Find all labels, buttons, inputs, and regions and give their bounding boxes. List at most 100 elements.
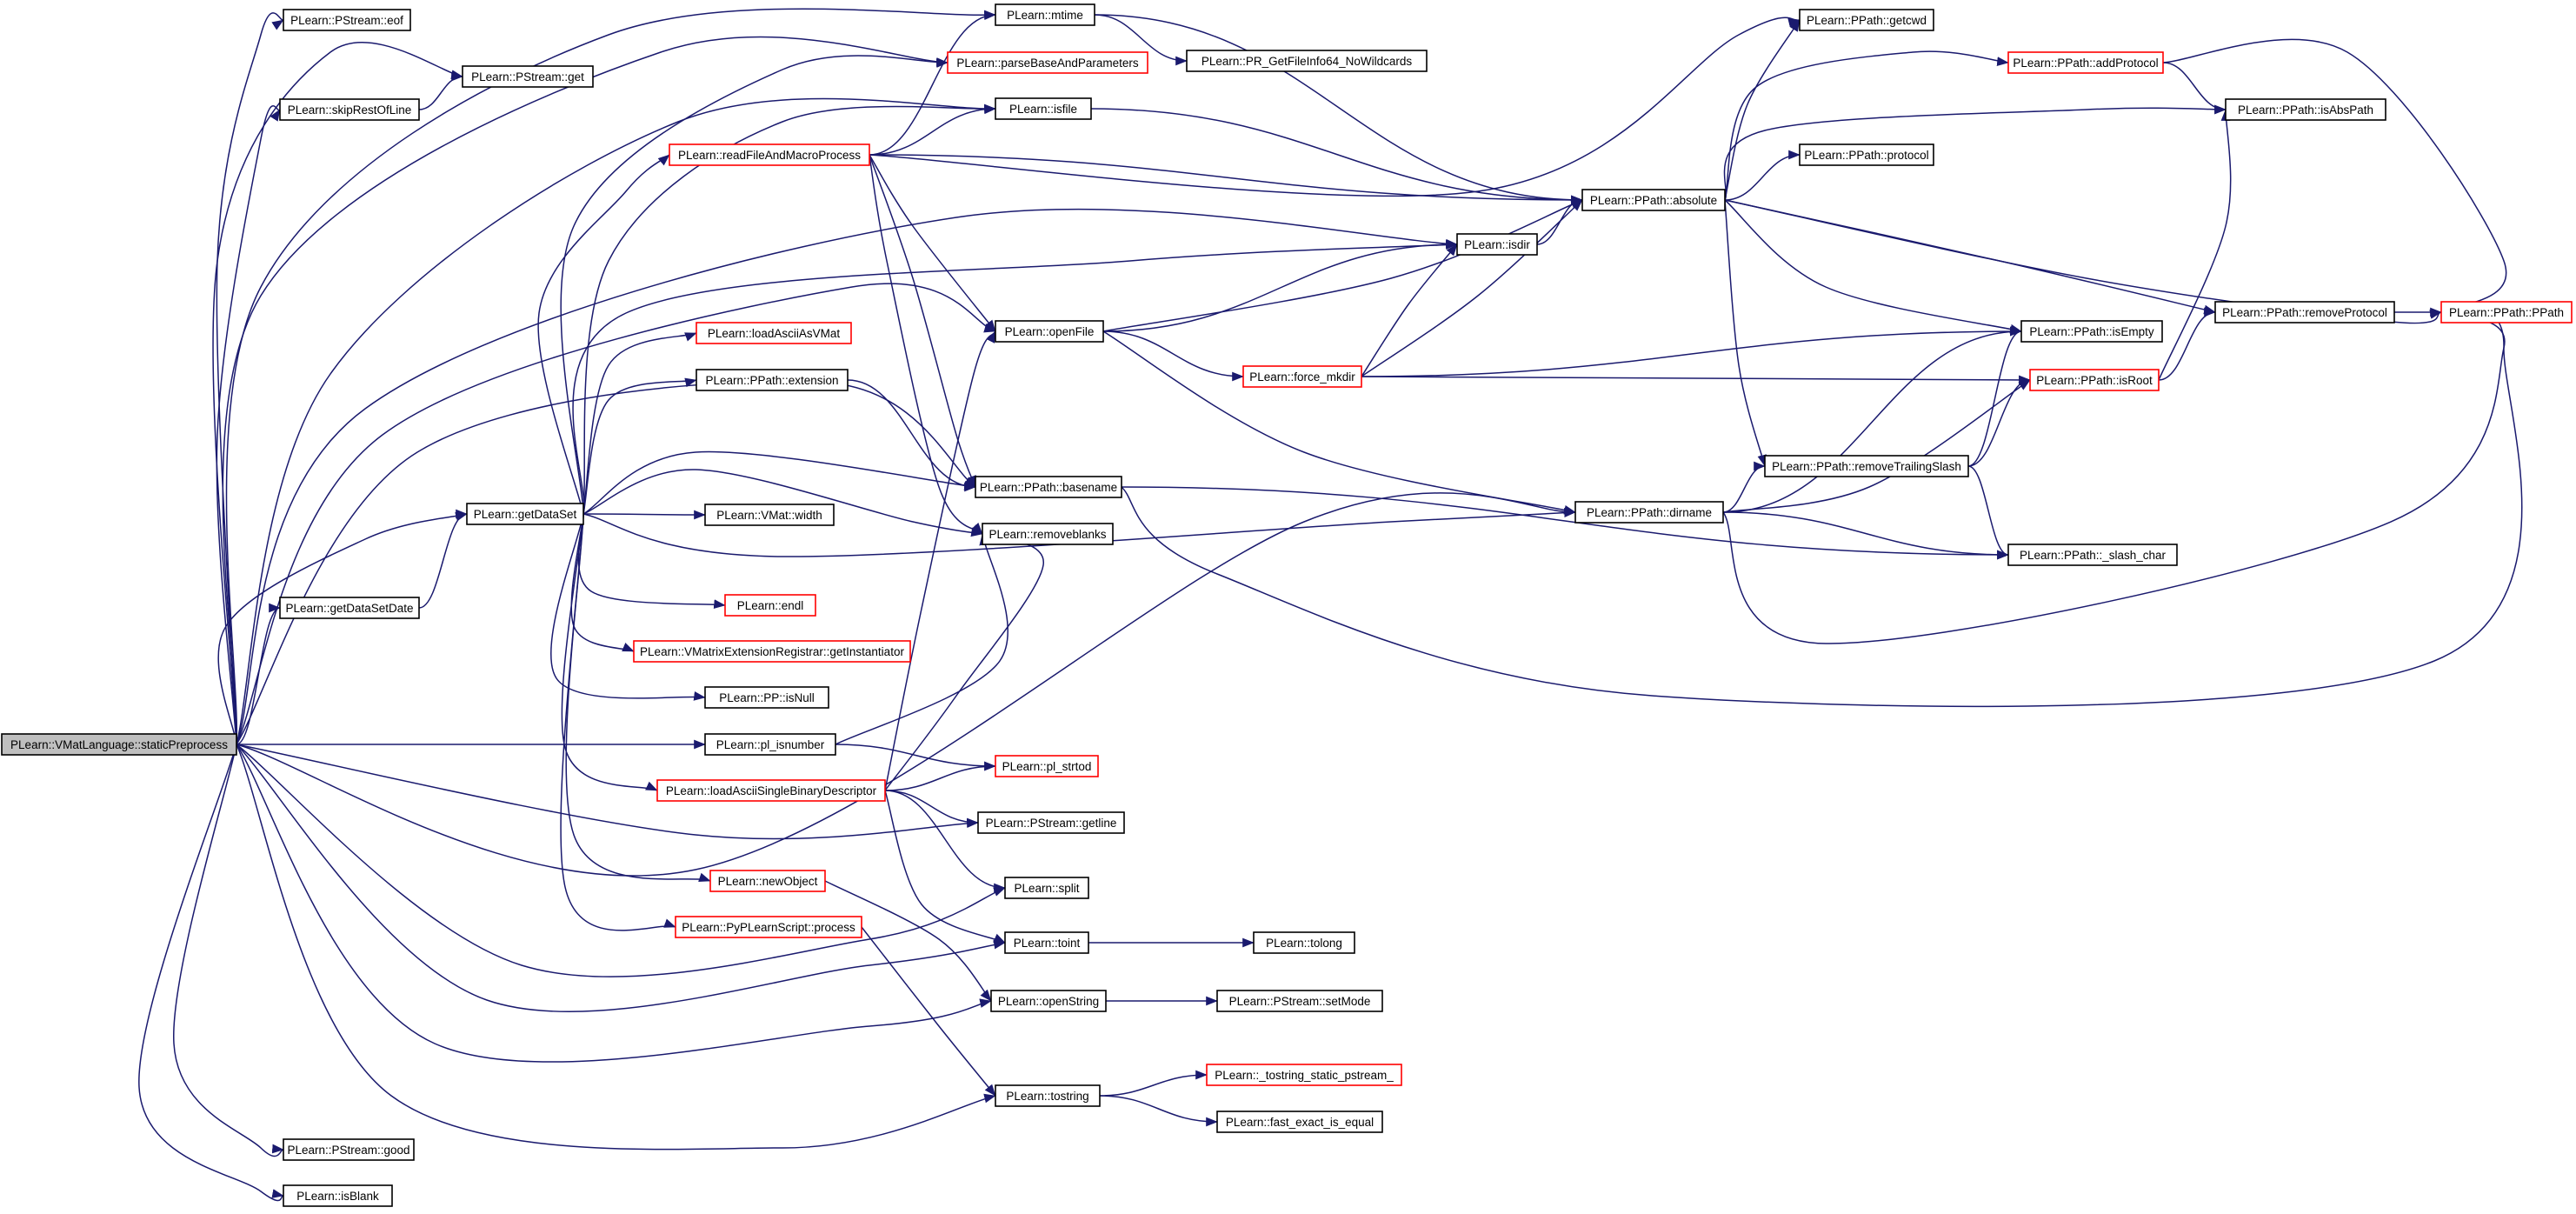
node-dirname[interactable]: PLearn::PPath::dirname <box>1574 501 1724 524</box>
node-label: PLearn::_tostring_static_pstream_ <box>1215 1069 1394 1082</box>
node-protocol[interactable]: PLearn::PPath::protocol <box>1799 143 1934 166</box>
node-eof[interactable]: PLearn::PStream::eof <box>283 9 411 31</box>
node-pyproc[interactable]: PLearn::PyPLearnScript::process <box>675 916 862 938</box>
node-label: PLearn::PPath::_slash_char <box>2020 549 2167 562</box>
node-vmreg[interactable]: PLearn::VMatrixExtensionRegistrar::getIn… <box>633 640 911 663</box>
node-label: PLearn::isfile <box>1009 103 1077 116</box>
node-label: PLearn::removeblanks <box>988 528 1106 541</box>
node-openfile[interactable]: PLearn::openFile <box>995 320 1104 343</box>
node-absolute[interactable]: PLearn::PPath::absolute <box>1581 189 1726 211</box>
node-addproto[interactable]: PLearn::PPath::addProtocol <box>2007 51 2164 74</box>
edge-rmtrail-to-isempty <box>1967 326 2022 467</box>
node-gdsd[interactable]: PLearn::getDataSetDate <box>279 597 420 619</box>
node-label: PLearn::VMatrixExtensionRegistrar::getIn… <box>640 645 904 658</box>
edge-absolute-to-getcwd <box>1724 19 1801 201</box>
edge-plisnum-to-plstrtod <box>835 744 996 771</box>
node-newobj[interactable]: PLearn::newObject <box>709 870 826 892</box>
edge-root-to-isfile <box>236 97 996 745</box>
node-getline[interactable]: PLearn::PStream::getline <box>977 811 1125 834</box>
node-plisnum[interactable]: PLearn::pl_isnumber <box>704 733 836 756</box>
node-rmtrail[interactable]: PLearn::PPath::removeTrailingSlash <box>1764 455 1969 477</box>
node-basename[interactable]: PLearn::PPath::basename <box>975 476 1122 498</box>
edge-loadsbd-to-split <box>884 790 1006 893</box>
node-extension[interactable]: PLearn::PPath::extension <box>696 369 849 391</box>
edge-loadsbd-to-getline <box>884 790 979 828</box>
node-good[interactable]: PLearn::PStream::good <box>283 1138 415 1161</box>
edge-root-to-getline <box>236 744 979 840</box>
node-label: PLearn::PPath::absolute <box>1590 194 1717 207</box>
node-box <box>279 98 420 121</box>
node-plstrtod[interactable]: PLearn::pl_strtod <box>995 755 1099 777</box>
node-gds[interactable]: PLearn::getDataSet <box>466 503 584 525</box>
node-loadsbd[interactable]: PLearn::loadAsciiSingleBinaryDescriptor <box>656 779 886 802</box>
node-label: PLearn::PStream::setMode <box>1229 995 1371 1008</box>
node-box <box>279 597 420 619</box>
edge-openfile-to-forcemkdir <box>1102 330 1244 382</box>
node-isempty[interactable]: PLearn::PPath::isEmpty <box>2020 320 2163 343</box>
node-readmacro[interactable]: PLearn::readFileAndMacroProcess <box>669 143 870 166</box>
node-label: PLearn::PPath::protocol <box>1804 149 1928 162</box>
node-box <box>466 503 584 525</box>
node-toint[interactable]: PLearn::toint <box>1004 931 1089 954</box>
node-tostringsp[interactable]: PLearn::_tostring_static_pstream_ <box>1206 1064 1402 1086</box>
edge-readmacro-to-getcwd <box>869 17 1801 197</box>
node-label: PLearn::PPath::extension <box>705 374 838 387</box>
node-fasteq[interactable]: PLearn::fast_exact_is_equal <box>1216 1111 1383 1133</box>
node-box <box>2225 98 2386 121</box>
edge-forcemkdir-to-isempty <box>1361 326 2022 377</box>
node-isdir[interactable]: PLearn::isdir <box>1456 233 1538 256</box>
edge-loadsbd-to-toint <box>884 790 1006 944</box>
node-skip[interactable]: PLearn::skipRestOfLine <box>279 98 420 121</box>
edge-root-to-good <box>173 744 284 1157</box>
node-label: PLearn::PStream::good <box>287 1144 409 1157</box>
node-isblank[interactable]: PLearn::isBlank <box>283 1184 393 1207</box>
node-setmode[interactable]: PLearn::PStream::setMode <box>1216 990 1383 1012</box>
node-root: PLearn::VMatLanguage::staticPreprocess <box>1 733 237 756</box>
node-isfile[interactable]: PLearn::isfile <box>995 97 1092 120</box>
node-getcwd[interactable]: PLearn::PPath::getcwd <box>1799 9 1934 31</box>
edge-readmacro-to-mtime <box>869 10 996 156</box>
node-loadascii[interactable]: PLearn::loadAsciiAsVMat <box>696 322 852 344</box>
node-ppath[interactable]: PLearn::PPath::PPath <box>2440 301 2573 324</box>
edge-readmacro-to-basename <box>869 154 976 488</box>
edge-skip-to-get <box>418 71 463 110</box>
node-parse[interactable]: PLearn::parseBaseAndParameters <box>947 51 1148 74</box>
node-prget[interactable]: PLearn::PR_GetFileInfo64_NoWildcards <box>1186 50 1428 72</box>
edge-absolute-to-protocol <box>1724 150 1801 201</box>
node-label: PLearn::VMat::width <box>716 509 822 522</box>
edge-tostring-to-fasteq <box>1099 1095 1218 1127</box>
node-box <box>283 1184 393 1207</box>
edge-dirname-to-slashchar <box>1722 511 2009 560</box>
node-tostring[interactable]: PLearn::tostring <box>995 1084 1101 1107</box>
node-endl[interactable]: PLearn::endl <box>724 594 816 617</box>
edge-root-to-skip <box>216 105 281 745</box>
node-openstring[interactable]: PLearn::openString <box>990 990 1107 1012</box>
edge-absolute-to-rmtrail <box>1724 199 1767 467</box>
node-label: PLearn::loadAsciiAsVMat <box>708 327 841 340</box>
node-split[interactable]: PLearn::split <box>1004 877 1089 899</box>
edge-absolute-to-addproto <box>1724 50 2009 201</box>
node-box <box>1253 931 1355 954</box>
edge-gds-to-loadsbd <box>561 513 658 791</box>
node-mtime[interactable]: PLearn::mtime <box>995 3 1095 26</box>
node-slashchar[interactable]: PLearn::PPath::_slash_char <box>2007 544 2178 566</box>
node-get[interactable]: PLearn::PStream::get <box>462 65 594 88</box>
edge-root-to-mtime <box>225 8 996 745</box>
node-isabs[interactable]: PLearn::PPath::isAbsPath <box>2225 98 2386 121</box>
edge-gds-to-pyproc <box>560 513 676 931</box>
edge-rmtrail-to-isroot <box>1967 375 2031 467</box>
node-removeblanks[interactable]: PLearn::removeblanks <box>982 523 1114 545</box>
node-tolong[interactable]: PLearn::tolong <box>1253 931 1355 954</box>
node-box <box>675 916 862 938</box>
edge-readmacro-to-openfile <box>869 154 996 332</box>
node-rmproto[interactable]: PLearn::PPath::removeProtocol <box>2214 301 2395 324</box>
node-isnull[interactable]: PLearn::PP::isNull <box>704 686 829 709</box>
node-isroot[interactable]: PLearn::PPath::isRoot <box>2029 369 2160 391</box>
node-forcemkdir[interactable]: PLearn::force_mkdir <box>1242 365 1362 388</box>
node-box <box>1581 189 1726 211</box>
node-vmwidth[interactable]: PLearn::VMat::width <box>704 504 835 526</box>
node-label: PLearn::PPath::addProtocol <box>2013 57 2158 70</box>
node-box <box>669 143 870 166</box>
node-label: PLearn::PR_GetFileInfo64_NoWildcards <box>1201 55 1413 68</box>
node-box <box>704 686 829 709</box>
